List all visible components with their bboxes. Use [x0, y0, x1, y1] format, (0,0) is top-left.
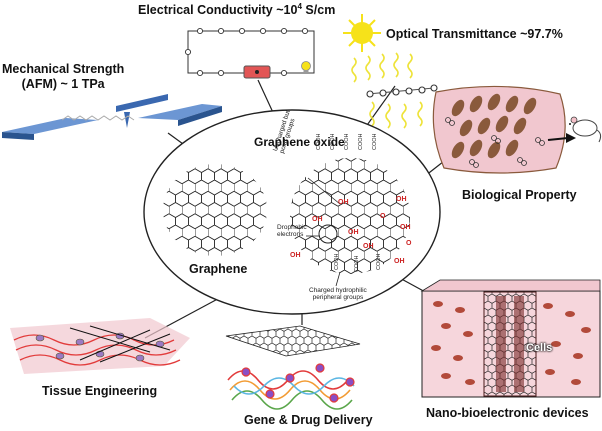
afm-slab — [2, 94, 222, 140]
gene-drug-delivery-image — [225, 325, 361, 410]
gene-drug-delivery-label: Gene & Drug Delivery — [244, 413, 373, 427]
light-waves — [351, 52, 423, 129]
cells-label: Cells — [526, 342, 553, 354]
nano-bioelectronic-image — [420, 279, 601, 398]
o-group: O — [406, 240, 412, 247]
tissue-engineering-image — [10, 318, 190, 374]
o-group: O — [380, 213, 386, 220]
cooh-group: COOH — [354, 255, 360, 273]
graphene-lattice — [163, 164, 267, 256]
electrical-conductivity-label: Electrical Conductivity ~104 S/cm — [138, 1, 336, 17]
biological-tissue — [432, 85, 566, 174]
electrical-prefix: Electrical Conductivity ~10 — [138, 3, 298, 17]
graphene-label: Graphene — [189, 262, 248, 276]
biological-property-label: Biological Property — [462, 188, 577, 202]
graphene-oxide-label: Graphene oxide — [254, 135, 345, 149]
cooh-group: COOH — [358, 133, 364, 151]
mouse-icon — [569, 116, 602, 143]
oh-group: OH — [348, 229, 359, 236]
graphene-oxide-lattice — [290, 158, 410, 287]
graphene-sheet-optical — [366, 84, 438, 98]
mechanical-line1: Mechanical Strength — [2, 62, 125, 76]
cooh-group: COOH — [344, 133, 350, 151]
tissue-engineering-label: Tissue Engineering — [42, 384, 158, 398]
oh-group: OH — [394, 258, 405, 265]
cooh-group: COOH — [316, 133, 322, 151]
charged-annotation: Charged hydrophilic peripheral groups — [309, 287, 367, 301]
oh-group: OH — [290, 252, 301, 259]
cooh-group: COOH — [376, 253, 382, 271]
arrow-icon — [547, 133, 576, 143]
mechanical-line2: (AFM) ~ 1 TPa — [21, 77, 105, 91]
cooh-group: COOH — [330, 133, 336, 151]
sun-icon — [343, 14, 381, 52]
electrical-suffix: S/cm — [301, 3, 336, 17]
oh-group: OH — [338, 199, 349, 206]
mechanical-strength-label: Mechanical Strength (AFM) ~ 1 TPa — [2, 62, 124, 92]
oh-group: OH — [400, 224, 411, 231]
circuit-diagram — [184, 27, 315, 79]
cooh-group: COOH — [334, 253, 340, 271]
oh-group: OH — [396, 196, 407, 203]
hydrophobic-annotation: Drophobic electrons — [277, 224, 307, 238]
cooh-group: COOH — [372, 133, 378, 151]
optical-transmittance-label: Optical Transmittance ~97.7% — [386, 27, 563, 41]
electrical-exponent: 4 — [297, 1, 302, 11]
nano-bioelectronic-label: Nano-bioelectronic devices — [426, 406, 589, 420]
bulb-icon — [301, 61, 311, 74]
oh-group: OH — [312, 216, 323, 223]
oh-group: OH — [363, 243, 374, 250]
